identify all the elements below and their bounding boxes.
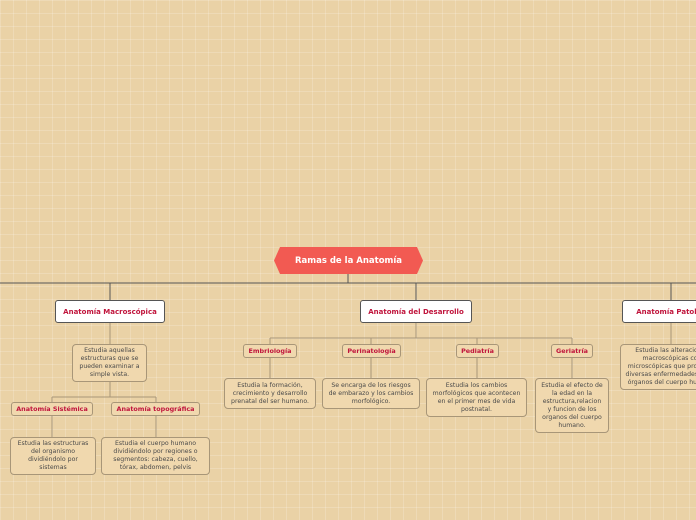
node-embriologia[interactable]: Embriología — [243, 344, 297, 358]
branch-label: Anatomía del Desarrollo — [368, 307, 464, 316]
root-node[interactable]: Ramas de la Anatomía — [274, 247, 423, 274]
node-pediatria[interactable]: Pediatría — [456, 344, 499, 358]
branch-anatomia-patologica[interactable]: Anatomía Patológica — [622, 300, 696, 323]
description-embriologia[interactable]: Estudia la formación, crecimiento y desa… — [224, 378, 316, 409]
branch-label: Anatomía Patológica — [636, 307, 696, 316]
node-geriatria[interactable]: Geriatría — [551, 344, 593, 358]
node-anatomia-sistemica[interactable]: Anatomía Sistémica — [11, 402, 93, 416]
description-anatomia-macroscopica[interactable]: Estudia aquellas estructuras que se pued… — [72, 344, 147, 382]
description-pediatria[interactable]: Estudia los cambios morfológicos que aco… — [426, 378, 527, 417]
description-anatomia-sistemica[interactable]: Estudia las estructuras del organismo di… — [10, 437, 96, 475]
branch-anatomia-del-desarrollo[interactable]: Anatomía del Desarrollo — [360, 300, 472, 323]
root-label: Ramas de la Anatomía — [294, 255, 403, 266]
branch-anatomia-macroscopica[interactable]: Anatomía Macroscópica — [55, 300, 165, 323]
node-anatomia-topografica[interactable]: Anatomía topográfica — [111, 402, 200, 416]
node-perinatologia[interactable]: Perinatología — [342, 344, 401, 358]
description-anatomia-patologica[interactable]: Estudia las alteraciones macroscópicas c… — [620, 344, 696, 390]
description-anatomia-topografica[interactable]: Estudia el cuerpo humano dividiéndolo po… — [101, 437, 210, 475]
description-geriatria[interactable]: Estudia el efecto de la edad en la estru… — [535, 378, 609, 433]
branch-label: Anatomía Macroscópica — [63, 307, 157, 316]
description-perinatologia[interactable]: Se encarga de los riesgos de embarazo y … — [322, 378, 420, 409]
